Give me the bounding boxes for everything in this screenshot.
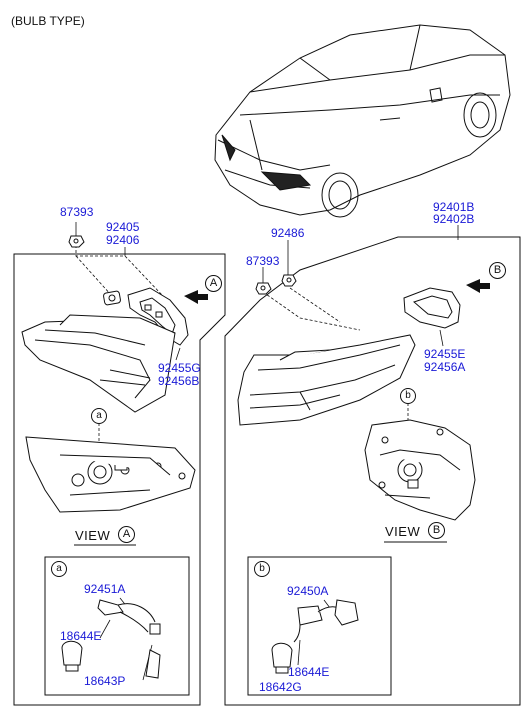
view-a-label: VIEW xyxy=(75,528,111,543)
part-92450A: 92450A xyxy=(287,584,329,598)
part-92405: 92405 xyxy=(106,220,140,234)
detail-box-b-marker: b xyxy=(254,561,270,577)
part-87393-left: 87393 xyxy=(60,205,94,219)
left-panel-frame xyxy=(13,253,226,706)
view-a-marker: A xyxy=(118,526,135,543)
part-92456A: 92456A xyxy=(424,360,466,374)
part-18644E-left: 18644E xyxy=(60,629,102,643)
marker-a: a xyxy=(91,408,107,424)
part-92455E: 92455E xyxy=(424,347,466,361)
part-92451A: 92451A xyxy=(84,582,126,596)
view-b-label: VIEW xyxy=(385,524,421,539)
arrow-view-b xyxy=(466,279,490,293)
detail-box-b xyxy=(247,556,392,696)
part-18644E-right: 18644E xyxy=(288,665,330,679)
car-illustration xyxy=(214,24,511,218)
view-b-marker: B xyxy=(428,522,445,539)
marker-b: b xyxy=(400,388,416,404)
part-92456B: 92456B xyxy=(158,374,200,388)
part-18643P: 18643P xyxy=(84,674,126,688)
marker-B: B xyxy=(489,262,506,279)
part-18642G: 18642G xyxy=(259,680,302,694)
part-92455G: 92455G xyxy=(158,361,201,375)
part-92486: 92486 xyxy=(271,226,305,240)
part-92406: 92406 xyxy=(106,233,140,247)
part-92402B: 92402B xyxy=(433,212,475,226)
arrow-view-a xyxy=(184,290,208,304)
part-92401B: 92401B xyxy=(433,200,475,214)
part-87393-right: 87393 xyxy=(246,254,280,268)
page-title: (BULB TYPE) xyxy=(11,14,85,28)
detail-box-a-marker: a xyxy=(51,561,67,577)
detail-box-a xyxy=(44,556,190,696)
marker-A: A xyxy=(205,275,222,292)
